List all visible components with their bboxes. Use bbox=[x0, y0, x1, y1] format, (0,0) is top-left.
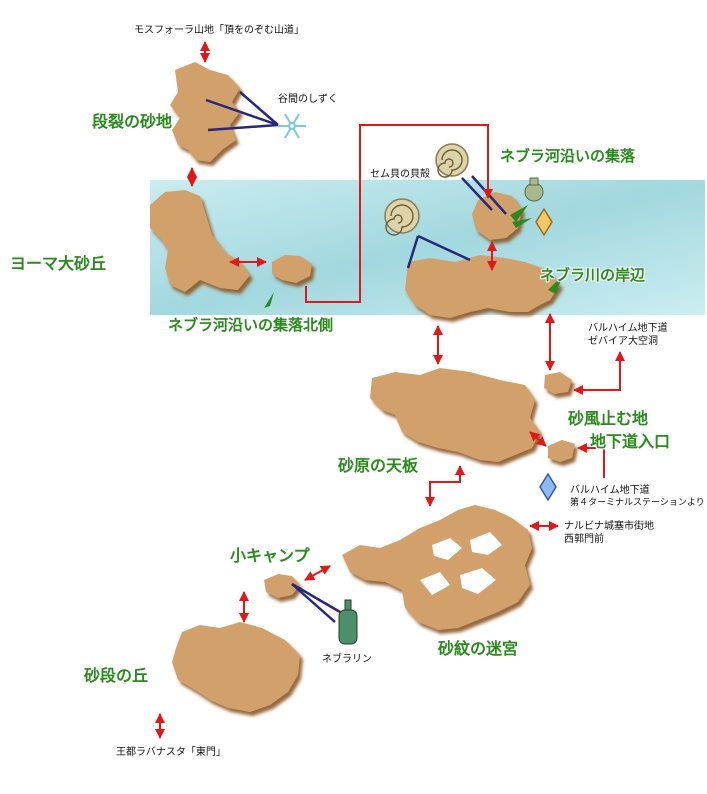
item-label-nebra-water: ネブラリン bbox=[322, 654, 372, 665]
exit-label-barheim-terminal: バルハイム地下道 第４ターミナルステーションより bbox=[570, 484, 705, 510]
item-label-semu-shell: セム貝の貝殻 bbox=[370, 169, 430, 180]
land-sandstorm-stop bbox=[544, 372, 572, 394]
exit-label-line: 第４ターミナルステーションより bbox=[570, 498, 705, 508]
land-underpass bbox=[548, 440, 575, 462]
area-label-sandstorm-stop: 砂風止む地 bbox=[568, 409, 649, 428]
area-label-terraced-hill: 砂段の丘 bbox=[84, 666, 149, 685]
area-label-maze: 砂紋の迷宮 bbox=[438, 639, 519, 658]
land-nebra-bank bbox=[405, 255, 560, 318]
land-nebra-village bbox=[472, 192, 522, 240]
route-arrows bbox=[155, 41, 625, 739]
land-terraced-hill bbox=[172, 622, 300, 712]
exit-label-line: バルハイム地下道 bbox=[570, 485, 650, 496]
maze-gaps bbox=[420, 532, 502, 595]
land-yoma bbox=[150, 190, 250, 292]
area-label-nebra-village: ネブラ河沿いの集落 bbox=[500, 147, 636, 165]
snowflake-icon bbox=[278, 113, 306, 139]
land-maze bbox=[342, 505, 532, 630]
exit-label-mosphoran: モスフォーラ山地「頂をのぞむ山道」 bbox=[134, 25, 304, 36]
area-label-sabaku-uplands: 砂原の天板 bbox=[338, 456, 419, 475]
area-label-nebra-north: ネブラ河沿いの集落北側 bbox=[168, 316, 334, 334]
area-label-nebra-bank: ネブラ川の岸辺 bbox=[540, 266, 646, 284]
crystal-icon bbox=[535, 207, 553, 237]
bottle-icon bbox=[338, 599, 358, 645]
exit-label-line: ゼバイア大空洞 bbox=[588, 336, 658, 347]
crystal-icon bbox=[539, 472, 557, 502]
exit-label-barheim-zeviah: バルハイム地下道 ゼバイア大空洞 bbox=[588, 322, 668, 348]
nautilus-shell-icon bbox=[435, 143, 469, 178]
area-label-small-camp: 小キャンプ bbox=[230, 546, 310, 565]
exit-label-line: 西郭門前 bbox=[564, 534, 604, 545]
item-label-valley-drop: 谷間のしずく bbox=[278, 94, 338, 105]
area-label-danretsu: 段裂の砂地 bbox=[92, 112, 173, 131]
land-sabaku-uplands bbox=[370, 368, 540, 462]
area-label-yoma: ヨーマ大砂丘 bbox=[10, 254, 107, 273]
exit-label-line: バルハイム地下道 bbox=[588, 323, 668, 334]
nautilus-shell-icon bbox=[384, 198, 420, 236]
exit-label-rabanastre: 王都ラバナスタ「東門」 bbox=[116, 747, 226, 758]
exit-label-line: ナルビナ城塞市街地 bbox=[564, 521, 654, 532]
pot-icon bbox=[524, 177, 544, 202]
area-label-underpass-entrance: 地下道入口 bbox=[590, 432, 671, 451]
land-danretsu bbox=[170, 62, 240, 162]
land-small-camp bbox=[264, 574, 300, 598]
label-pointers bbox=[264, 205, 562, 308]
land-nebra-north bbox=[272, 255, 312, 283]
exit-label-nalbina: ナルビナ城塞市街地 西郭門前 bbox=[564, 520, 654, 546]
